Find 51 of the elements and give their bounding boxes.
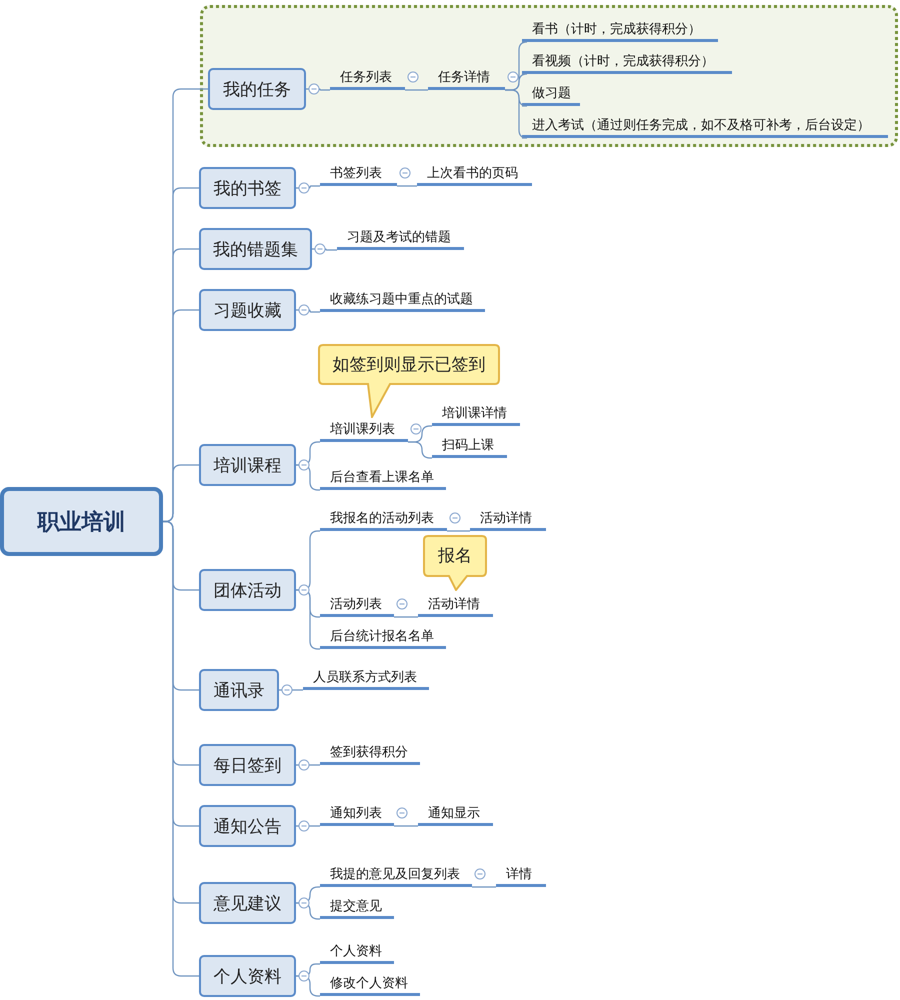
subtopic-text: 活动列表 [320,595,394,617]
topic-box: 每日签到 [199,744,296,786]
subtopic-text: 培训课列表 [320,420,408,442]
branch-line [405,89,428,91]
subtopic-text: 任务详情 [428,68,505,90]
topic-box: 我的错题集 [199,228,312,270]
subtopic-text: 收藏练习题中重点的试题 [320,290,485,312]
subtopic-text: 后台查看上课名单 [320,468,446,490]
topic-box: 通知公告 [199,805,296,847]
subtopic-text: 任务列表 [330,68,405,90]
subtopic-text: 详情 [496,865,546,887]
subtopic-text: 扫码上课 [432,436,507,458]
topic-box: 意见建议 [199,882,296,924]
subtopic-text: 活动详情 [418,595,493,617]
topic-box: 我的任务 [208,68,306,110]
branch-line [447,530,470,532]
central-topic-box: 职业培训 [0,487,163,556]
subtopic-text: 习题及考试的错题 [337,228,464,250]
subtopic-text: 通知显示 [418,804,493,826]
topic-box: 习题收藏 [199,289,296,331]
subtopic-text: 活动详情 [470,509,546,531]
branch-line [394,616,418,618]
branch-line [296,464,320,491]
topic-box: 个人资料 [199,955,296,997]
subtopic-text: 我提的意见及回复列表 [320,865,472,887]
subtopic-text: 我报名的活动列表 [320,509,447,531]
subtopic-text: 个人资料 [320,942,394,964]
subtopic-text: 进入考试（通过则任务完成，如不及格可补考，后台设定） [522,116,888,138]
subtopic-text: 做习题 [522,84,580,106]
subtopic-text: 提交意见 [320,897,394,919]
subtopic-text: 通知列表 [320,804,394,826]
branch-line [397,185,417,187]
branch-line [472,886,496,888]
subtopic-text: 人员联系方式列表 [303,668,429,690]
topic-box: 培训课程 [199,444,296,486]
topic-box: 团体活动 [199,569,296,611]
subtopic-text: 上次看书的页码 [417,164,532,186]
subtopic-text: 签到获得积分 [320,743,420,765]
subtopic-text: 培训课详情 [432,404,520,426]
subtopic-text: 修改个人资料 [320,974,420,996]
branch-line [505,89,528,139]
subtopic-text: 看视频（计时，完成获得积分） [522,52,732,74]
topic-box: 我的书签 [199,167,296,209]
topic-box: 通讯录 [199,669,279,711]
branch-line [394,825,418,827]
boundary-frame [200,5,898,147]
subtopic-text: 书签列表 [320,164,397,186]
callout-bubble: 报名 [423,535,487,591]
subtopic-text: 后台统计报名名单 [320,627,446,649]
branch-line [408,441,432,459]
subtopic-text: 看书（计时，完成获得积分） [522,20,718,42]
